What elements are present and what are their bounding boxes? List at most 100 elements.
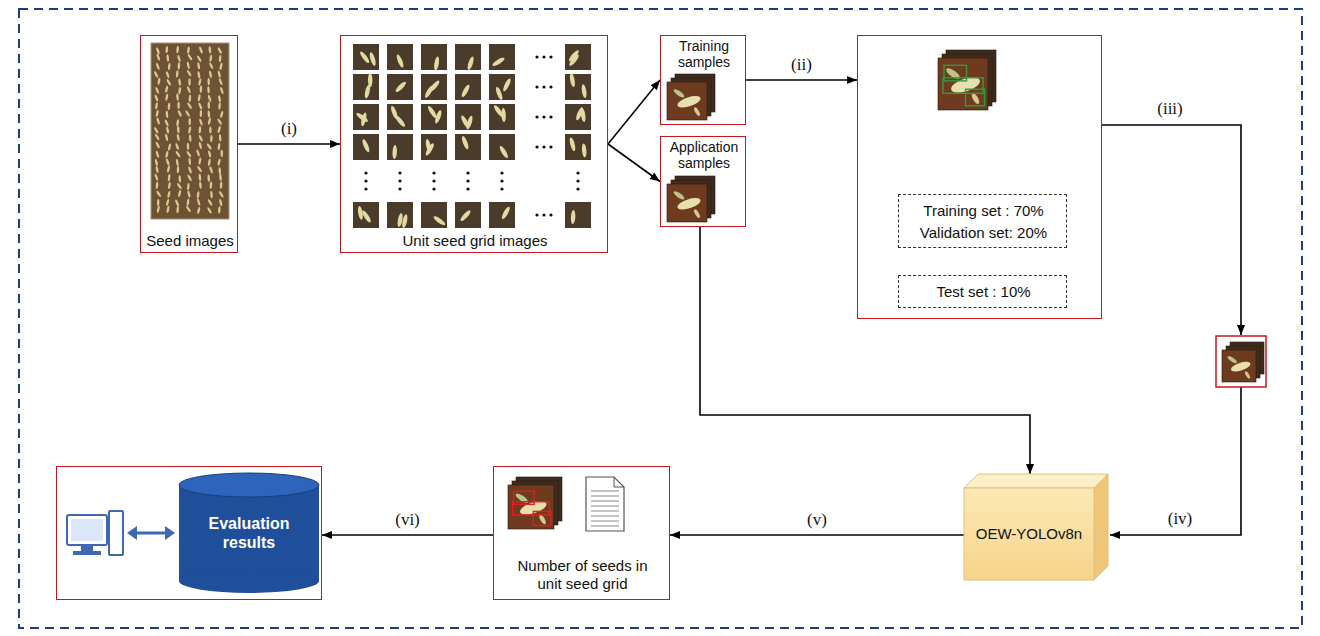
arrow-head — [165, 526, 175, 540]
seed — [186, 150, 192, 157]
seed — [432, 215, 446, 227]
seed — [164, 119, 169, 127]
ellipsis-dot — [466, 171, 469, 174]
seed — [200, 85, 203, 92]
node-text: Number of seeds in unit seed grid — [508, 557, 657, 593]
node-text: Application samples — [663, 139, 745, 171]
cube-top — [964, 474, 1108, 488]
seed — [166, 199, 170, 207]
grid-tile — [353, 74, 379, 100]
seed — [428, 79, 440, 93]
seed — [672, 190, 685, 201]
ellipsis-dot — [542, 55, 545, 58]
node-illustration — [341, 36, 609, 254]
seed — [199, 181, 202, 188]
seed — [198, 102, 203, 110]
seed — [217, 47, 223, 54]
arrow-head — [127, 526, 137, 540]
seed — [220, 87, 225, 95]
seed — [199, 46, 204, 54]
seed — [189, 135, 192, 142]
computer-tower — [109, 511, 123, 555]
node-text: OEW-YOLOv8n — [966, 525, 1092, 543]
seed — [1227, 355, 1238, 364]
flow-arrow — [238, 143, 340, 145]
seed — [209, 166, 214, 174]
seed — [460, 84, 471, 98]
document-line — [591, 526, 619, 527]
seed — [155, 63, 160, 71]
seed — [569, 73, 576, 88]
node-text: Seed images — [143, 232, 237, 250]
seed — [196, 149, 201, 157]
seed — [185, 110, 191, 117]
grid-tile — [353, 104, 379, 130]
ellipsis-dot — [535, 213, 538, 216]
grid-tile — [455, 202, 481, 228]
seed — [178, 190, 182, 198]
grid-tile — [455, 134, 481, 160]
seed — [425, 139, 432, 154]
ellipsis-dot — [398, 187, 401, 190]
seed — [218, 78, 223, 86]
node-text: Unit seed grid images — [345, 232, 605, 250]
seed — [220, 181, 223, 188]
document-line — [591, 491, 619, 492]
seed — [207, 110, 210, 117]
computer-monitor — [67, 515, 107, 545]
ellipsis-dot — [500, 171, 503, 174]
ellipsis-dot — [535, 145, 538, 148]
detection-box — [943, 78, 983, 94]
seed — [188, 158, 191, 165]
seed — [210, 191, 213, 198]
seed — [167, 174, 170, 181]
seed — [168, 143, 172, 151]
seed — [210, 135, 213, 142]
step-label: (i) — [279, 119, 299, 139]
seed — [175, 199, 180, 207]
grid-tile — [387, 202, 413, 228]
seed — [571, 210, 576, 224]
seed — [209, 126, 212, 133]
seed — [196, 191, 199, 198]
seed — [395, 54, 404, 69]
seed — [501, 108, 506, 122]
ellipsis-dot — [542, 213, 545, 216]
ellipsis-dot — [549, 145, 552, 148]
seed — [165, 111, 168, 118]
seed — [186, 199, 189, 206]
seed — [217, 70, 221, 78]
seed — [165, 94, 169, 102]
process-box: Evaluation results — [56, 466, 322, 600]
document-line — [591, 511, 619, 512]
node-text: Evaluation results — [181, 514, 317, 552]
ellipsis-dot — [549, 115, 552, 118]
document-line — [591, 496, 619, 497]
ellipsis-dot — [542, 145, 545, 148]
seed — [198, 135, 203, 143]
detection-box — [514, 491, 535, 504]
ellipsis-dot — [466, 179, 469, 182]
seed — [208, 159, 211, 166]
seed — [156, 117, 160, 125]
seed — [178, 87, 181, 94]
seed — [165, 85, 169, 93]
ellipsis-dot — [432, 171, 435, 174]
seed — [219, 55, 222, 62]
seed — [198, 157, 202, 165]
seed — [394, 114, 406, 128]
seed — [155, 151, 159, 159]
outer-dashed-border — [19, 9, 1302, 628]
document-line — [591, 516, 619, 517]
seed — [198, 78, 202, 86]
document-line — [591, 506, 619, 507]
seed — [156, 190, 162, 197]
ellipsis-dot — [576, 171, 579, 174]
seed — [187, 53, 193, 60]
seed — [186, 86, 191, 94]
seed — [175, 151, 181, 158]
flow-arrow — [608, 144, 660, 182]
seed — [207, 199, 213, 206]
seed — [209, 71, 213, 79]
node-illustration — [141, 36, 239, 254]
